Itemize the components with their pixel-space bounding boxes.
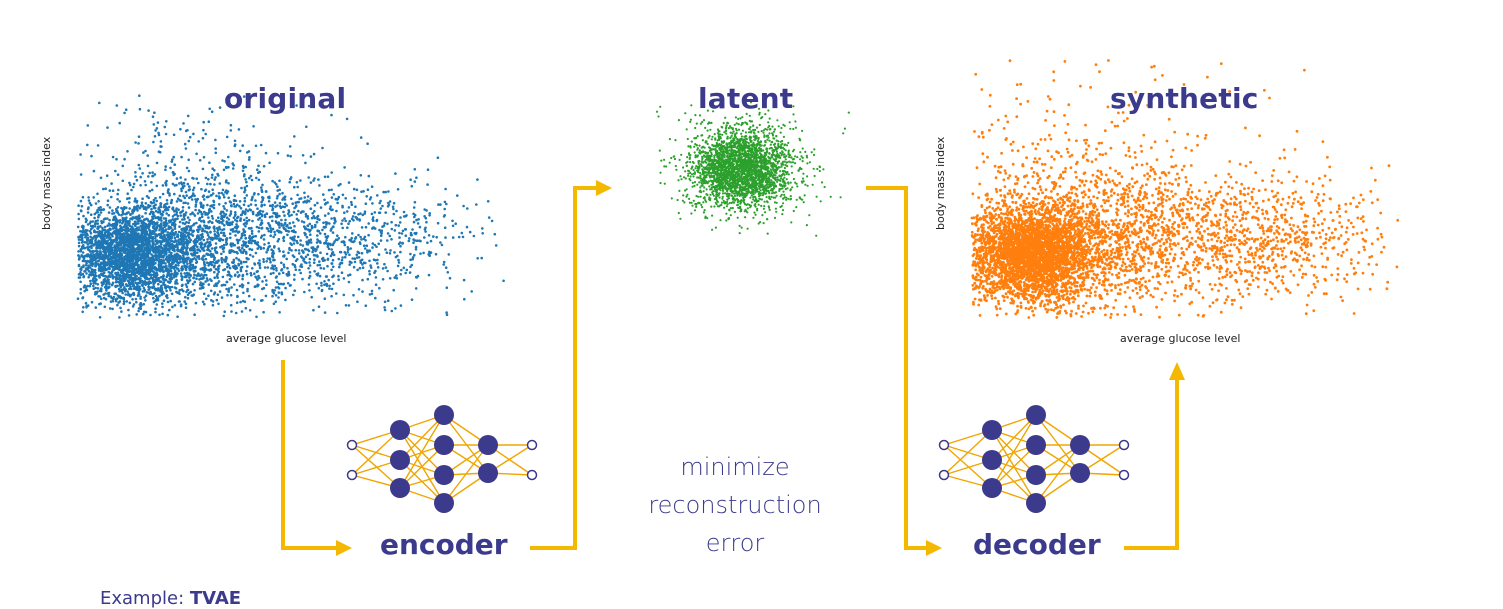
caption-line-2: reconstruction <box>648 491 822 519</box>
footer-prefix: Example: <box>100 588 190 609</box>
synthetic-y-axis-label: body mass index <box>934 136 947 230</box>
arrow-encoder-to-latent <box>530 186 598 550</box>
original-scatter-plot <box>76 94 505 319</box>
latent-scatter-plot <box>655 100 850 237</box>
reconstruction-caption: minimize reconstruction error <box>615 448 855 562</box>
encoder-label: encoder <box>380 528 508 561</box>
arrow-head-decoder <box>926 540 942 556</box>
original-title: original <box>224 82 347 115</box>
caption-line-3: error <box>705 529 765 557</box>
decoder-label: decoder <box>973 528 1101 561</box>
synthetic-scatter-plot <box>970 59 1400 319</box>
footer-model: TVAE <box>189 588 242 609</box>
encoder-network-icon <box>346 405 538 513</box>
latent-title: latent <box>698 82 794 115</box>
synthetic-title: synthetic <box>1110 82 1259 115</box>
original-y-axis-label: body mass index <box>40 136 53 230</box>
original-x-axis-label: average glucose level <box>226 332 347 345</box>
arrow-latent-to-decoder <box>866 186 928 550</box>
arrow-original-to-encoder <box>281 360 340 550</box>
caption-line-1: minimize <box>680 453 790 481</box>
flow-arrows <box>281 180 1185 556</box>
footer-example: Example: TVAE <box>100 588 241 609</box>
arrow-decoder-to-synthetic <box>1124 378 1179 550</box>
arrow-head-latent <box>596 180 612 196</box>
arrow-head-encoder <box>336 540 352 556</box>
arrow-head-synthetic <box>1169 362 1185 380</box>
decoder-network-icon <box>938 405 1130 513</box>
synthetic-x-axis-label: average glucose level <box>1120 332 1241 345</box>
